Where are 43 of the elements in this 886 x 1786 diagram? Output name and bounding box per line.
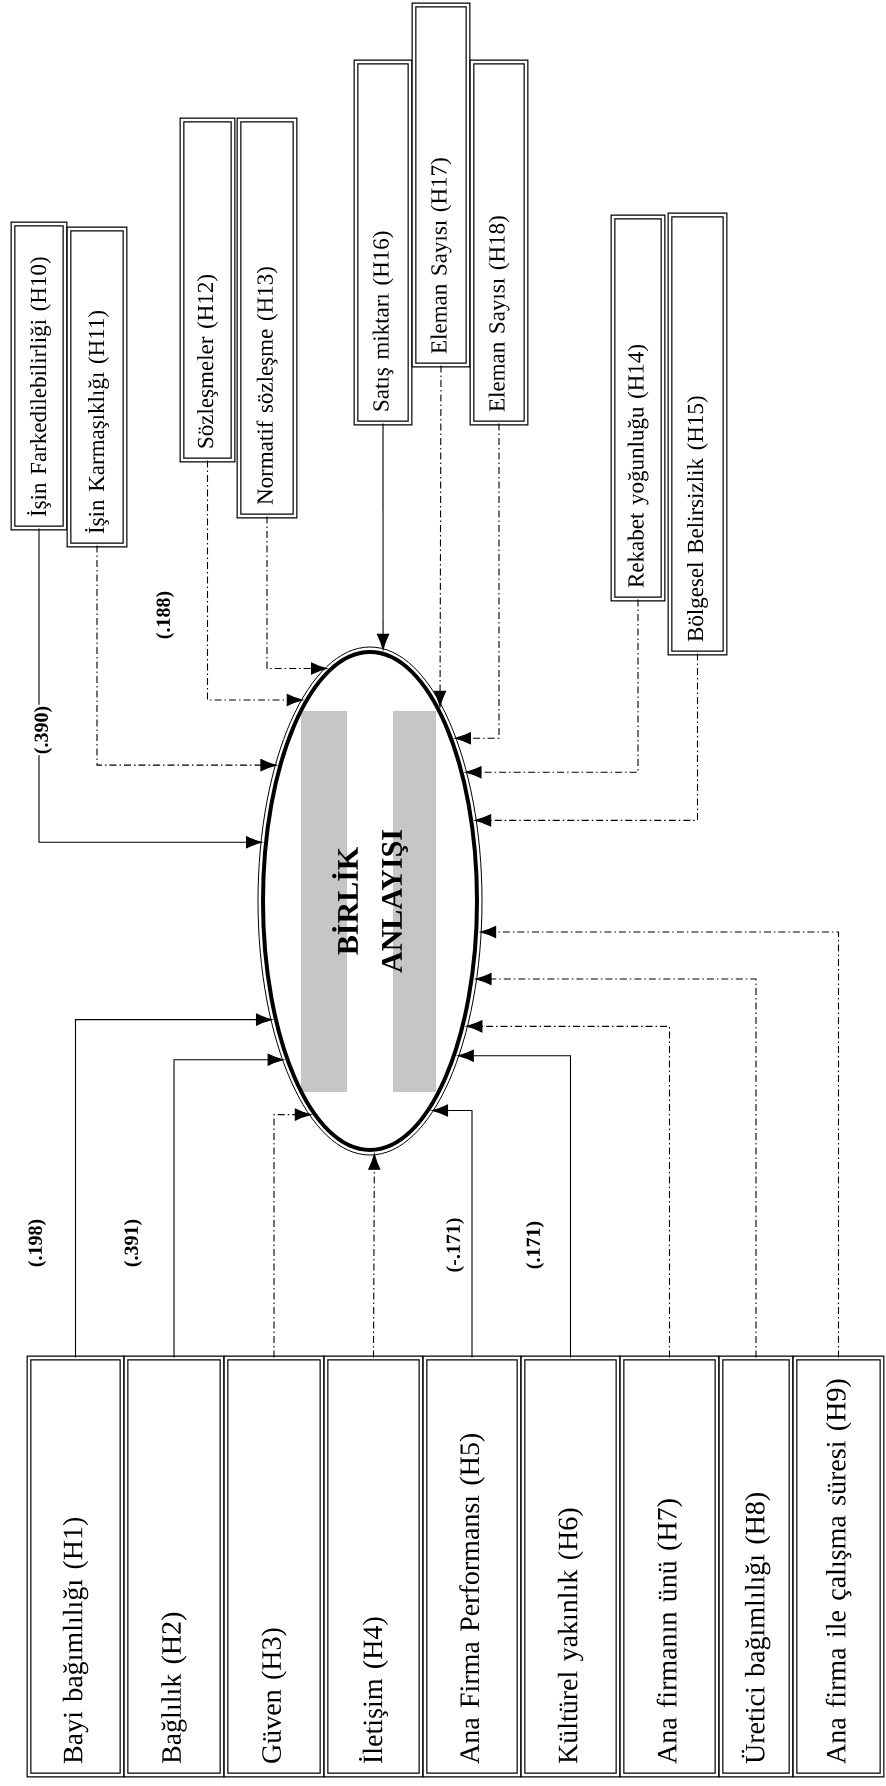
factor-box: İşin Karmaşıklığı (H11): [66, 226, 128, 548]
arrow: [475, 972, 757, 1358]
factor-box: Ana firma ile çalışma süresi (H9): [792, 1355, 885, 1778]
factor-box: Üretici bağımlılığı (H8): [718, 1355, 794, 1778]
arrow: [266, 516, 328, 675]
arrow: [368, 1153, 381, 1358]
edge-label: (.198): [26, 1217, 48, 1269]
edge-label: (.188): [154, 589, 176, 641]
arrow: [454, 423, 500, 745]
arrow: [173, 1053, 284, 1358]
factor-box: Ana firmanın ünü (H7): [619, 1355, 720, 1778]
factor-box: Rekabet yoğunluğu (H14): [610, 214, 666, 602]
arrow: [74, 1013, 273, 1358]
factor-box: Eleman Sayısı (H18): [469, 59, 529, 426]
factor-box: Kültürel yakınlık (H6): [520, 1355, 621, 1778]
ellipse-node: BİRLİK ANLAYIŞI: [257, 646, 483, 1156]
arrow: [433, 365, 447, 707]
factor-box: Bölgesel Belirsizlik (H15): [667, 212, 728, 656]
arrow: [466, 1020, 671, 1358]
factor-box: Satış miktarı (H16): [353, 59, 413, 426]
arrow: [431, 1104, 473, 1358]
edge-label: (.171): [524, 1219, 546, 1271]
arrow: [479, 925, 840, 1358]
arrow: [273, 1108, 311, 1358]
factor-box: Bayi bağımlılığı (H1): [26, 1355, 125, 1778]
factor-box: İşin Farkedilebilirliği (H10): [10, 221, 68, 531]
factor-box: Normatif sözleşme (H13): [236, 117, 298, 519]
factor-box: Eleman Sayısı (H17): [411, 2, 471, 368]
factor-box: Ana Firma Performansı (H5): [422, 1355, 522, 1778]
factor-box: İletişim (H4): [323, 1355, 424, 1778]
edge-label: (.391): [122, 1217, 144, 1269]
arrow: [376, 423, 390, 651]
arrow: [206, 460, 303, 707]
arrow: [96, 545, 277, 772]
arrow: [475, 653, 699, 827]
factor-box: Sözleşmeler (H12): [179, 117, 236, 463]
edge-label: (-.171): [444, 1216, 466, 1274]
factor-box: Güven (H3): [223, 1355, 325, 1778]
arrow: [457, 1049, 572, 1358]
edge-label: (.390): [32, 704, 54, 756]
arrow: [38, 528, 263, 849]
factor-box: Bağlılık (H2): [123, 1355, 225, 1778]
arrow: [465, 599, 639, 779]
